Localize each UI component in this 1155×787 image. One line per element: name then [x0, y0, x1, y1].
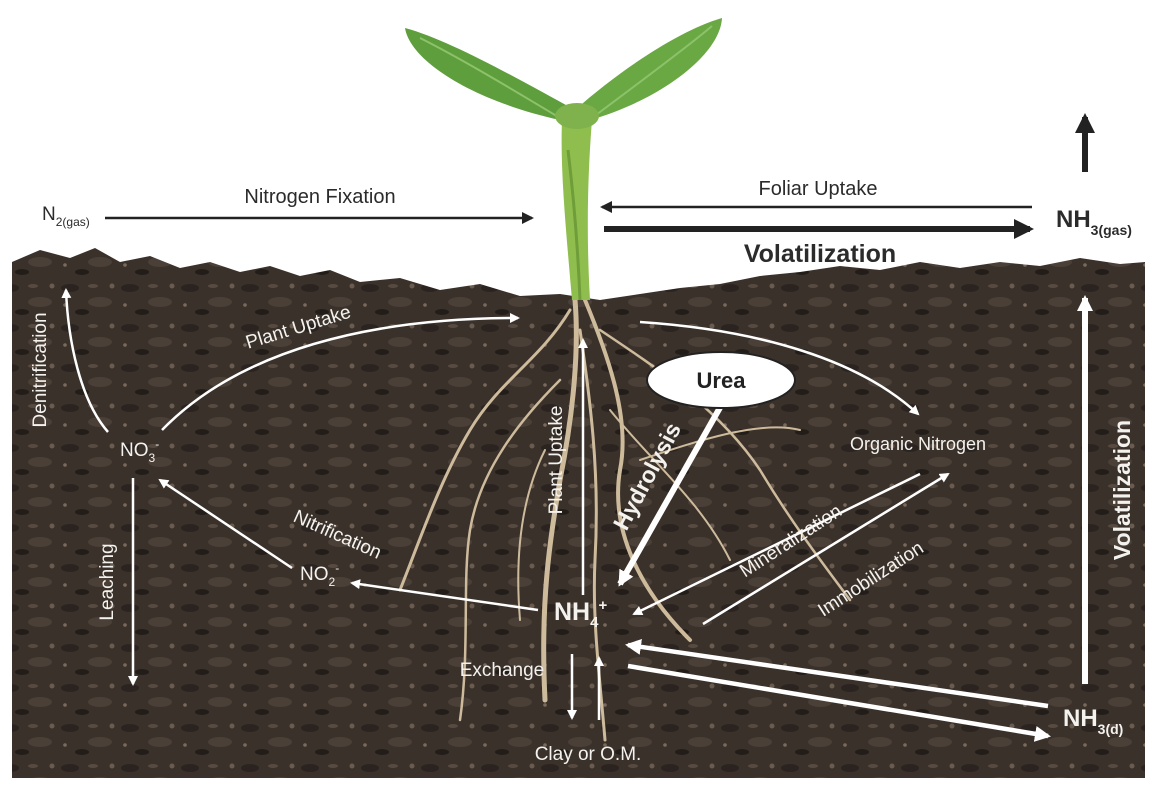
volatilization-top-label: Volatilization	[744, 240, 896, 268]
urea-label: Urea	[697, 368, 747, 393]
nh3-gas-label: NH3(gas)	[1056, 206, 1132, 238]
denitrification-label: Denitrification	[30, 312, 51, 427]
organic-nitrogen-label: Organic Nitrogen	[850, 434, 986, 454]
n2-gas-label: N2(gas)	[42, 204, 90, 229]
exchange-label: Exchange	[460, 660, 545, 681]
leaching-label: Leaching	[97, 543, 118, 620]
clay-om-label: Clay or O.M.	[535, 744, 642, 765]
foliar-uptake-label: Foliar Uptake	[759, 178, 878, 200]
plant-uptake-vertical-label: Plant Uptake	[546, 406, 567, 515]
volatilization-right-label: Volatilization	[1109, 420, 1135, 560]
nitrogen-fixation-label: Nitrogen Fixation	[244, 186, 395, 208]
seedling	[405, 18, 722, 300]
